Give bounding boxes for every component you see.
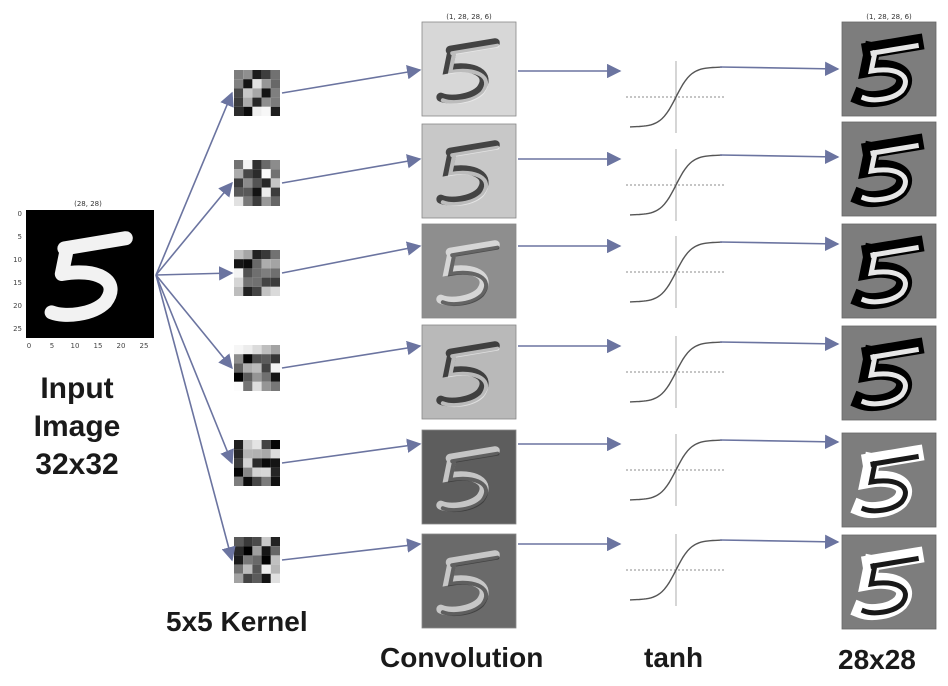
input-x-tick: 25 [140,342,149,350]
input-x-tick: 5 [50,342,54,350]
kernel-2 [234,160,280,206]
tanh-plot-3 [626,236,726,308]
kernel-column [234,70,280,583]
output-map-3 [841,223,937,319]
input-y-ticks: 0 5 10 15 20 25 [13,210,22,333]
kernel-6 [234,537,280,583]
arrow-input-to-kernel-4 [155,274,233,370]
conv-map-3 [421,223,517,319]
arrows [155,61,840,562]
arrow-tanh-to-output-6 [719,534,840,549]
kernel-5 [234,440,280,486]
input-y-tick: 25 [13,325,22,333]
conv-plot-title: (1, 28, 28, 6) [446,13,492,21]
input-image-label: Input Image 32x32 [18,370,136,484]
arrow-kernel-to-conv-1 [281,65,422,94]
tanh-label: tanh [644,642,704,673]
output-map-5 [841,432,937,528]
arrow-input-to-kernel-1 [155,91,234,276]
convolution-label: Convolution [380,642,544,673]
tanh-plot-2 [626,149,726,221]
input-y-tick: 15 [13,279,22,287]
conv-map-1 [421,21,517,117]
output-plot-title: (1, 28, 28, 6) [866,13,912,21]
input-label-line2: Image [33,410,121,443]
input-y-tick: 0 [18,210,22,218]
conv-map-5 [421,429,517,525]
arrow-tanh-to-output-5 [719,434,840,449]
input-x-tick: 20 [117,342,126,350]
tanh-plot-6 [626,534,726,606]
arrow-kernel-to-conv-2 [281,154,422,184]
conv-map-4 [421,324,517,420]
arrow-kernel-to-conv-6 [281,538,422,561]
input-x-tick: 10 [71,342,80,350]
arrow-input-to-kernel-6 [155,274,236,562]
kernel-4 [234,345,280,391]
input-x-tick: 15 [94,342,103,350]
input-y-tick: 20 [13,302,22,310]
arrow-kernel-to-conv-4 [281,340,422,369]
kernel-label: 5x5 Kernel [166,606,308,637]
input-y-tick: 5 [18,233,22,241]
arrow-input-to-kernel-3 [155,266,234,281]
arrow-tanh-to-output-2 [719,149,840,164]
tanh-plot-4 [626,336,726,408]
tanh-column [626,61,726,606]
arrow-tanh-to-output-1 [719,61,840,76]
input-image-plot: (28, 28) 0 5 10 15 20 25 0 5 10 15 20 25 [13,200,154,350]
tanh-plot-5 [626,434,726,506]
input-plot-title: (28, 28) [74,200,102,208]
output-column: (1, 28, 28, 6) [841,13,937,630]
arrow-kernel-to-conv-3 [281,241,422,274]
kernel-1 [234,70,280,116]
conv-map-2 [421,123,517,219]
arrow-input-to-kernel-5 [155,274,234,465]
arrow-tanh-to-output-3 [719,236,840,251]
output-map-4 [841,325,937,421]
output-map-6 [841,534,937,630]
input-digit-five [44,231,133,322]
conv-map-6 [421,533,517,629]
output-label: 28x28 [838,644,916,675]
arrow-kernel-to-conv-5 [281,438,422,464]
kernel-3 [234,250,280,296]
arrow-tanh-to-output-4 [719,336,840,351]
input-x-tick: 0 [27,342,31,350]
output-map-1 [841,21,937,117]
input-y-tick: 10 [13,256,22,264]
arrow-input-to-kernel-2 [155,181,233,276]
output-map-2 [841,121,937,217]
input-x-ticks: 0 5 10 15 20 25 [27,342,149,350]
input-label-line3: 32x32 [35,448,119,481]
input-label-line1: Input [40,372,114,405]
tanh-plot-1 [626,61,726,133]
convolution-column: (1, 28, 28, 6) [421,13,517,629]
